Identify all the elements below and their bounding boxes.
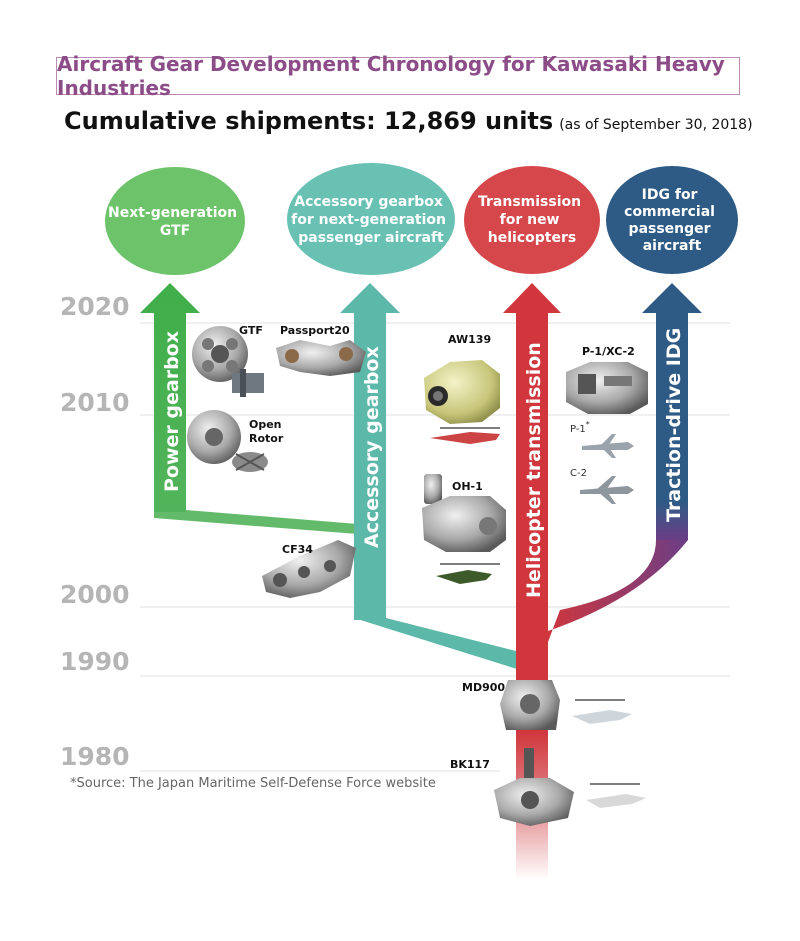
helicopter-transmission-arrow <box>503 283 561 880</box>
label-open-rotor: Open <box>249 418 282 431</box>
svg-text:IDG for commercial: IDG for commercial passenger aircraft <box>624 187 720 254</box>
year-label-1990: 1990 <box>60 647 130 676</box>
bubble-idg: IDG for commercial passenger aircraft <box>606 166 738 274</box>
shipments-summary: Cumulative shipments: 12,869 units (as of… <box>64 107 764 135</box>
footnote-mark: * <box>586 420 590 429</box>
bubble-next-gen-gtf: Next-generation GTF <box>105 167 245 275</box>
label-bk117: BK117 <box>450 758 490 771</box>
cf34-gearbox-image <box>262 540 356 598</box>
svg-text:Next-generation GTF: Next-generation GTF <box>108 205 242 239</box>
year-label-2000: 2000 <box>60 580 130 609</box>
label-p1-xc2: P-1/XC-2 <box>582 345 635 358</box>
label-passport20: Passport20 <box>280 324 350 337</box>
bubble-text: for new <box>500 212 560 228</box>
branch-label-idg: Traction-drive IDG <box>663 328 685 522</box>
bubble-text: Next-generation <box>108 205 237 221</box>
label-open-rotor: Rotor <box>249 432 284 445</box>
label-oh1: OH-1 <box>452 480 483 493</box>
shipments-text: Cumulative shipments: 12,869 units <box>64 107 554 135</box>
year-label-2010: 2010 <box>60 388 130 417</box>
bubble-accessory-gearbox: Accessory gearbox for next-generation pa… <box>287 163 455 275</box>
label-p1-text: P-1 <box>570 424 586 435</box>
bubble-text: Transmission <box>478 194 581 210</box>
md900-transmission-image <box>500 680 632 730</box>
bubble-text: GTF <box>160 223 190 239</box>
power-gearbox-arrow <box>140 283 370 535</box>
label-md900: MD900 <box>462 681 505 694</box>
year-label-1980: 1980 <box>60 742 130 771</box>
label-cf34: CF34 <box>282 543 313 556</box>
p1-aircraft-image <box>582 434 634 458</box>
bubble-text: helicopters <box>488 230 576 246</box>
label-gtf: GTF <box>239 324 263 337</box>
branch-label-helicopter: Helicopter transmission <box>523 342 545 598</box>
svg-text:Open Rotor: Open Rotor <box>249 418 285 445</box>
year-label-2020: 2020 <box>60 292 130 321</box>
gtf-gearbox-image <box>192 326 264 397</box>
branch-label-power: Power gearbox <box>161 331 183 492</box>
c2-aircraft-image <box>580 476 634 504</box>
label-p1: P-1* <box>570 420 590 435</box>
label-c2: C-2 <box>570 468 587 479</box>
bubble-text: aircraft <box>643 238 702 254</box>
bubble-text: commercial <box>624 204 715 220</box>
passport20-gearbox-image <box>276 340 366 376</box>
bubble-text: passenger <box>629 221 711 237</box>
as-of-date: (as of September 30, 2018) <box>559 117 753 133</box>
p1-xc2-idg-image <box>566 362 648 414</box>
svg-text:Accessory gearbox for: Accessory gearbox for next-generation pa… <box>291 194 451 246</box>
bubble-text: Accessory gearbox <box>294 194 443 210</box>
bubble-text: IDG for <box>642 187 698 203</box>
source-footnote: *Source: The Japan Maritime Self-Defense… <box>70 776 436 791</box>
svg-text:Transmission for new: Transmission for new helicopters <box>478 194 586 246</box>
bubble-transmission: Transmission for new helicopters <box>464 166 600 274</box>
bubble-text: passenger aircraft <box>298 230 444 246</box>
bubble-text: for next-generation <box>291 212 446 228</box>
open-rotor-gearbox-image <box>187 410 268 472</box>
aw139-transmission-image <box>424 360 500 444</box>
idg-arrow <box>545 283 702 650</box>
oh1-transmission-image <box>422 474 506 584</box>
label-aw139: AW139 <box>448 333 491 346</box>
bk117-transmission-image <box>494 748 646 826</box>
branch-label-accessory: Accessory gearbox <box>361 346 383 548</box>
